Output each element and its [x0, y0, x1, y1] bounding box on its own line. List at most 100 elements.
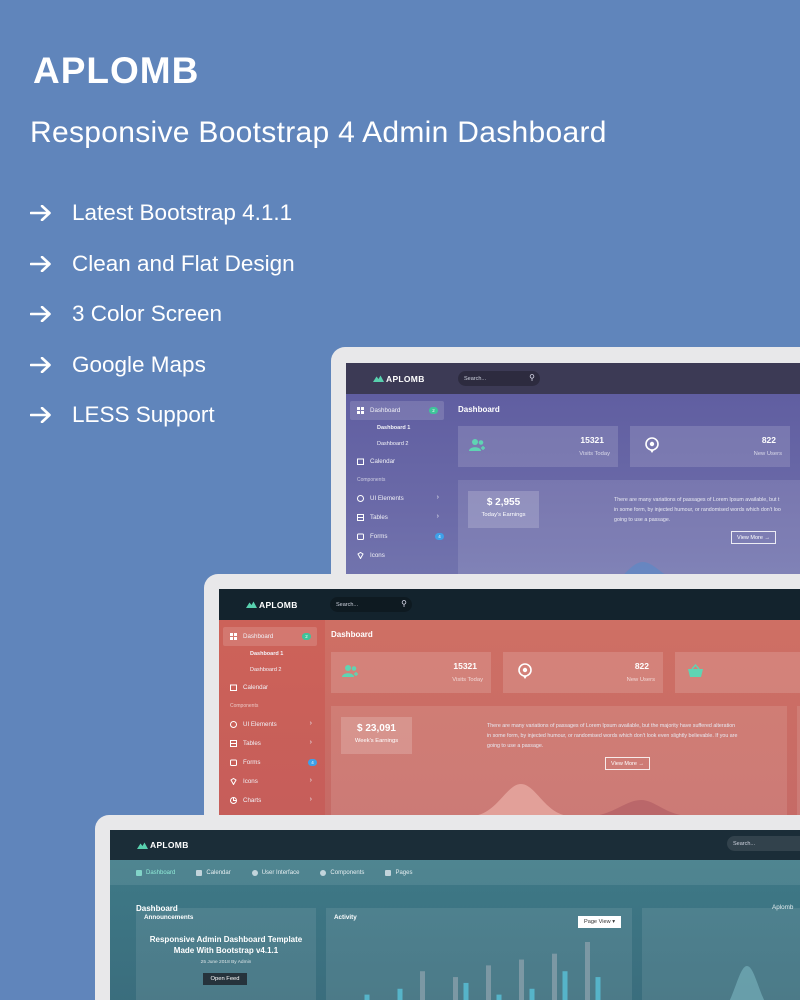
stat-value: 15321 [580, 435, 604, 445]
sidebar-item-ui-elements[interactable]: UI Elements › [219, 715, 325, 734]
sidebar-item-calendar[interactable]: Calendar [219, 678, 325, 697]
topbar: APLOMB Search... ⚲ [219, 589, 800, 620]
activity-card: Activity Page View ▾ [326, 908, 632, 1000]
stat-card-new-users: 822 New Users [630, 426, 790, 467]
stat-value: 15321 [453, 661, 477, 671]
stat-label: New Users [626, 677, 655, 683]
view-more-button[interactable]: View More → [731, 531, 776, 544]
earnings-panel: $ 23,091 Week's Earnings There are many … [331, 706, 787, 816]
activity-bar [552, 953, 557, 1000]
sidebar-item-forms[interactable]: Forms 4 [219, 753, 325, 772]
sidebar-item-charts[interactable]: Charts › [219, 791, 325, 810]
sidebar-subitem-dashboard-2[interactable]: Dashboard 2 [377, 441, 409, 447]
components-icon [320, 869, 327, 876]
sidebar-item-tables[interactable]: Tables › [346, 508, 452, 527]
sidebar-item-ui-elements[interactable]: UI Elements › [346, 489, 452, 508]
feature-item: LESS Support [30, 390, 295, 441]
chevron-right-icon: › [309, 777, 312, 784]
logo: APLOMB [137, 840, 189, 850]
chart-icon [230, 797, 237, 804]
dashboard-badge: 2 [302, 633, 311, 640]
side-panel [797, 706, 800, 816]
nav-components[interactable]: Components [320, 869, 364, 876]
logo: APLOMB [373, 374, 425, 384]
sidebar-item-icons[interactable]: Icons › [219, 772, 325, 791]
activity-bar-chart [364, 942, 601, 1000]
sidebar-subitem-dashboard-1[interactable]: Dashboard 1 [250, 651, 284, 657]
table-icon [230, 740, 237, 747]
logo: APLOMB [246, 600, 298, 610]
page-title: Dashboard [331, 630, 373, 639]
feature-label: LESS Support [72, 402, 215, 428]
arrow-right-icon [30, 356, 72, 373]
nav-pages[interactable]: Pages [385, 869, 412, 876]
laptop-frame-purple: APLOMB Search... ⚲ Dashboard 2 Dashboard… [331, 347, 800, 607]
arrow-right-icon [30, 306, 72, 323]
sidebar-item-dashboard[interactable]: Dashboard 2 [223, 627, 317, 646]
chevron-right-icon: › [436, 494, 439, 501]
wave-chart-decoration [471, 784, 691, 816]
logo-text: APLOMB [259, 599, 298, 610]
stat-label: Visits Today [579, 451, 610, 457]
nav-dashboard[interactable]: Dashboard [136, 869, 175, 876]
dashboard-screen-red: APLOMB Search... ⚲ Dashboard 2 Dashboard… [219, 589, 800, 834]
pages-icon [385, 869, 392, 876]
announcements-card: Announcements Responsive Admin Dashboard… [136, 908, 316, 1000]
feature-item: 3 Color Screen [30, 289, 295, 340]
top-navigation: Dashboard Calendar User Interface Compon… [110, 860, 800, 885]
activity-bar [453, 977, 458, 1000]
sidebar-item-icons[interactable]: Icons [346, 546, 452, 565]
view-more-button[interactable]: View More → [605, 757, 650, 770]
nav-user-interface[interactable]: User Interface [251, 869, 299, 876]
feature-item: Google Maps [30, 340, 295, 391]
logo-text: APLOMB [386, 373, 425, 384]
search-input[interactable]: Search... ⚲ [330, 597, 412, 612]
laptop-frame-red: APLOMB Search... ⚲ Dashboard 2 Dashboard… [204, 574, 800, 834]
earnings-label: Week's Earnings [354, 738, 399, 744]
forms-icon [357, 533, 364, 540]
sidebar-item-dashboard[interactable]: Dashboard 2 [350, 401, 444, 420]
arrow-right-icon [30, 407, 72, 424]
sidebar-subitem-dashboard-2[interactable]: Dashboard 2 [250, 667, 282, 673]
sidebar-item-forms[interactable]: Forms 4 [346, 527, 452, 546]
earnings-box: $ 23,091 Week's Earnings [341, 717, 412, 754]
calendar-icon [230, 684, 237, 691]
sidebar: Dashboard 2 Dashboard 1 Dashboard 2 Cale… [219, 620, 325, 834]
search-input[interactable]: Search... [727, 836, 800, 851]
sidebar-item-tables[interactable]: Tables › [219, 734, 325, 753]
forms-icon [230, 759, 237, 766]
page-view-select[interactable]: Page View ▾ [578, 916, 621, 928]
dashboard-screen-teal: APLOMB Search... Dashboard Calendar User… [110, 830, 800, 1000]
basket-icon [688, 664, 703, 677]
sidebar-section-label: Components [357, 477, 386, 483]
stat-card-new-users: 822 New Users [503, 652, 663, 693]
brand-title: APLOMB [33, 50, 200, 91]
sidebar-item-calendar[interactable]: Calendar [346, 452, 452, 471]
activity-bar [496, 994, 502, 1000]
users-icon [342, 665, 358, 677]
activity-bar [562, 971, 568, 1000]
globe-icon [357, 495, 364, 502]
breadcrumb[interactable]: Aplomb [772, 904, 794, 911]
search-input[interactable]: Search... ⚲ [458, 371, 540, 386]
sidebar: Dashboard 2 Dashboard 1 Dashboard 2 Cale… [346, 394, 452, 607]
activity-bar [463, 982, 469, 1000]
stat-card-orders: Ne [675, 652, 800, 693]
sidebar-subitem-dashboard-1[interactable]: Dashboard 1 [377, 425, 411, 431]
stat-value: 822 [634, 661, 649, 671]
search-icon[interactable]: ⚲ [529, 373, 535, 382]
dashboard-badge: 2 [429, 407, 438, 414]
activity-bar [585, 942, 590, 1000]
stat-card-visits: 15321 Visits Today [331, 652, 491, 693]
search-icon[interactable]: ⚲ [401, 599, 407, 608]
feature-label: Latest Bootstrap 4.1.1 [72, 200, 293, 226]
activity-bar [486, 965, 491, 1000]
feature-item: Latest Bootstrap 4.1.1 [30, 188, 295, 239]
feature-item: Clean and Flat Design [30, 239, 295, 290]
open-feed-button[interactable]: Open Feed [203, 973, 247, 985]
topbar: APLOMB Search... ⚲ [346, 363, 800, 394]
activity-bar [364, 994, 370, 1000]
stat-label: New Users [753, 451, 782, 457]
monitor-icon [136, 869, 142, 876]
nav-calendar[interactable]: Calendar [196, 869, 231, 876]
